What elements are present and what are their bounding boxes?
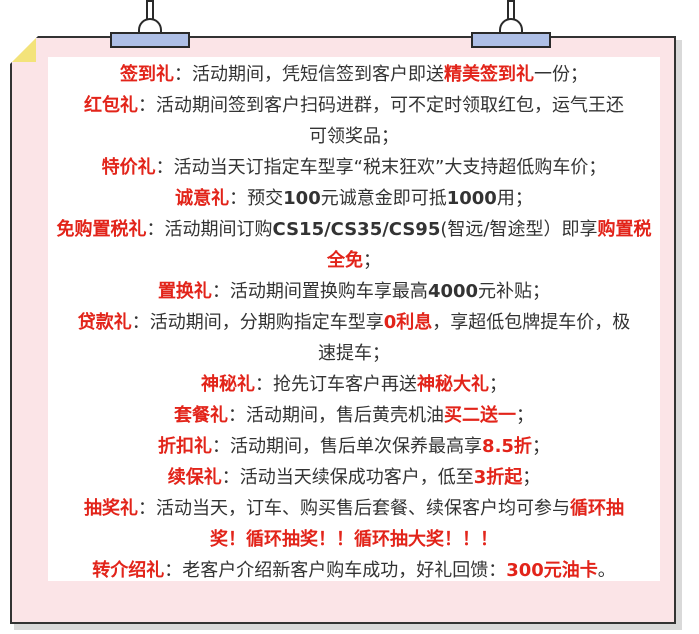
gift-desc: ：抢先订车客户再送 [255,374,417,395]
binder-clip-bar [471,32,551,48]
gift-desc: ：活动期间，售后单次保养最高享 [212,436,483,457]
gift-desc: ：活动期间订购 [146,219,273,240]
promo-list: 签到礼：活动期间，凭短信签到客户即送精美签到礼一份； 红包礼：活动期间签到客户扫… [48,59,660,586]
binder-clip-ring [499,18,523,34]
gift-desc: ：老客户介绍新客户购车成功，好礼回馈： [164,560,507,581]
gift-amount: 100 [283,188,321,209]
gift-desc: (智远/智途型）即享 [440,219,598,240]
binder-clip-bar [110,32,190,48]
gift-title: 抽奖礼 [84,498,138,519]
gift-highlight: 300元油卡 [506,560,598,581]
gift-highlight: 8.5折 [482,436,532,457]
gift-title: 续保礼 [167,467,222,488]
gift-title: 签到礼 [120,64,174,85]
gift-desc: ； [531,436,550,457]
gift-title: 置换礼 [157,281,212,302]
binder-clip-icon [110,0,192,50]
promo-line-loan-cont: 速提车； [48,338,660,369]
gift-title: 免购置税礼 [56,219,147,240]
promo-line-special-price: 特价礼：活动当天订指定车型享“税末狂欢”大支持超低购车价； [48,152,660,183]
gift-desc: 元补贴； [478,281,551,302]
promo-line-package: 套餐礼：活动期间，售后黄壳机油买二送一； [48,400,660,431]
gift-title: 贷款礼 [77,312,132,333]
gift-title: 红包礼 [84,95,138,116]
gift-desc: ：活动期间，分期购指定车型享 [131,312,384,333]
gift-desc: ，享超低包牌提车价，极 [432,312,631,333]
promo-line-lottery-cont: 奖！循环抽奖！！循环抽大奖！！！ [48,524,660,555]
gift-highlight: 神秘大礼 [417,374,489,395]
binder-clip-icon [471,0,553,50]
gift-amount: 4000 [427,281,479,302]
gift-desc: 一份； [534,64,588,85]
gift-desc: ； [363,250,381,271]
promo-line-renewal: 续保礼：活动当天续保成功客户，低至3折起； [48,462,660,493]
gift-desc: ：活动当天，订车、购买售后套餐、续保客户均可参与 [138,498,570,519]
promo-line-red-packet-cont: 可领奖品； [48,121,660,152]
gift-desc: ：活动期间，售后黄壳机油 [228,405,444,426]
promo-line-red-packet: 红包礼：活动期间签到客户扫码进群，可不定时领取红包，运气王还 [48,90,660,121]
gift-desc: ：预交 [229,188,284,209]
promo-line-mystery: 神秘礼：抢先订车客户再送神秘大礼； [48,369,660,400]
promo-content: 签到礼：活动期间，凭短信签到客户即送精美签到礼一份； 红包礼：活动期间签到客户扫… [48,57,660,581]
binder-clip-post [146,0,154,22]
gift-highlight: 循环抽 [570,498,624,519]
gift-desc: 速提车； [318,343,390,364]
gift-desc: ：活动期间置换购车享最高 [211,281,428,302]
promo-line-lottery: 抽奖礼：活动当天，订车、购买售后套餐、续保客户均可参与循环抽 [48,493,660,524]
gift-highlight: 全免 [327,250,363,271]
promo-line-sign-in: 签到礼：活动期间，凭短信签到客户即送精美签到礼一份； [48,59,660,90]
promo-line-sincerity: 诚意礼：预交100元诚意金即可抵1000用； [48,183,660,214]
promo-line-discount: 折扣礼：活动期间，售后单次保养最高享8.5折； [48,431,660,462]
promo-line-loan: 贷款礼：活动期间，分期购指定车型享0利息，享超低包牌提车价，极 [48,307,660,338]
gift-highlight: 奖！循环抽奖！！循环抽大奖！！！ [210,529,498,550]
promo-line-trade-in: 置换礼：活动期间置换购车享最高4000元补贴； [48,276,660,307]
gift-amount: 1000 [446,188,497,209]
gift-desc: ； [516,405,534,426]
binder-clip-post [507,0,515,22]
promo-line-tax-free: 免购置税礼：活动期间订购CS15/CS35/CS95(智远/智途型）即享购置税 [48,214,660,245]
gift-desc: ：活动期间签到客户扫码进群，可不定时领取红包，运气王还 [138,95,624,116]
gift-highlight: 买二送一 [444,405,516,426]
gift-desc: 用； [496,188,533,209]
binder-clip-ring [138,18,162,34]
gift-title: 套餐礼 [174,405,228,426]
gift-desc: ：活动期间，凭短信签到客户即送 [174,64,444,85]
gift-desc: ：活动当天订指定车型享“税末狂欢”大支持超低购车价； [155,157,607,178]
gift-highlight: 3折起 [473,467,523,488]
promo-line-referral: 转介绍礼：老客户介绍新客户购车成功，好礼回馈：300元油卡。 [48,555,660,586]
gift-desc: 。 [597,560,616,581]
gift-models: CS15/CS35/CS95 [272,219,441,240]
gift-highlight: 精美签到礼 [444,64,534,85]
gift-desc: 可领奖品； [309,126,399,147]
gift-title: 转介绍礼 [92,560,165,581]
gift-desc: ：活动当天续保成功客户，低至 [221,467,474,488]
gift-highlight: 0利息 [383,312,433,333]
gift-title: 神秘礼 [201,374,255,395]
page-corner-flap [12,38,36,62]
gift-highlight: 购置税 [597,219,652,240]
promo-line-tax-free-cont: 全免； [48,245,660,276]
gift-title: 诚意礼 [175,188,230,209]
gift-desc: ； [522,467,541,488]
gift-desc: ； [489,374,507,395]
gift-title: 特价礼 [101,157,156,178]
gift-title: 折扣礼 [158,436,213,457]
gift-desc: 元诚意金即可抵 [320,188,447,209]
